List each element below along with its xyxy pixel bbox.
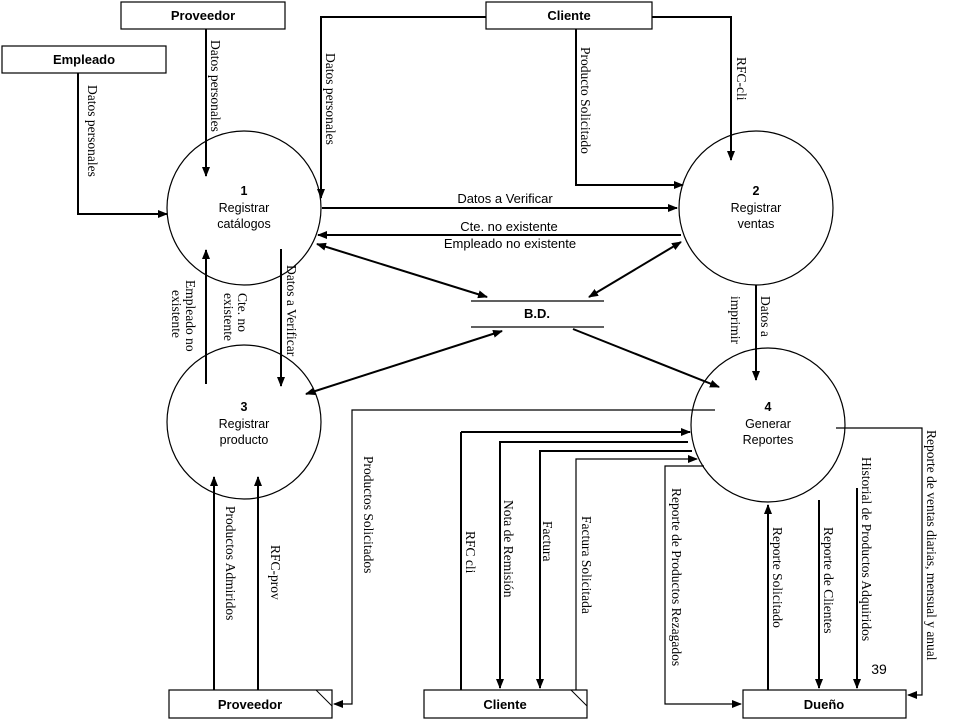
vertical-flow-labels: Datos personales Datos personales Datos …	[85, 40, 939, 666]
flow-label: Cte. no	[235, 293, 250, 332]
flow-rezagados-arrow	[664, 465, 742, 708]
entity-label: Cliente	[483, 697, 526, 712]
process-3-registrar-producto: 3 Registrar producto	[166, 344, 322, 500]
process-number: 2	[753, 184, 760, 198]
process-name-line2: ventas	[738, 217, 775, 231]
horizontal-flow-labels: Datos a Verificar Cte. no existente Empl…	[444, 191, 576, 251]
datastore-label: B.D.	[524, 306, 550, 321]
flow-label: imprimir	[728, 296, 743, 344]
flow-emp-datos-arrow	[77, 73, 168, 218]
flow-label: Factura	[540, 521, 555, 561]
flow-label: Empleado no	[183, 280, 198, 352]
flow-factura-solicitada-arrow	[575, 455, 698, 690]
flow-label: Productos Admiridos	[223, 506, 238, 620]
entity-label: Empleado	[53, 52, 115, 67]
flow-p1-bd-arrow	[316, 242, 488, 299]
entity-proveedor-bottom: Proveedor	[168, 689, 333, 719]
flow-label: Reporte de Productos Rezagados	[669, 488, 684, 666]
process-4-generar-reportes: 4 Generar Reportes	[690, 347, 846, 503]
flow-label: existente	[221, 293, 236, 341]
process-name-line2: catálogos	[217, 217, 271, 231]
flow-producto-solicitado-arrow	[575, 29, 684, 189]
flow-label: existente	[169, 290, 184, 338]
process-name-line1: Registrar	[731, 201, 782, 215]
process-2-registrar-ventas: 2 Registrar ventas	[678, 130, 834, 286]
process-1-registrar-catalogos: 1 Registrar catálogos	[166, 130, 322, 286]
flow-label: Datos personales	[85, 85, 100, 177]
flow-label: Datos a Verificar	[457, 191, 553, 206]
process-name-line2: Reportes	[743, 433, 794, 447]
entity-cliente-top: Cliente	[485, 1, 653, 30]
entity-label: Proveedor	[171, 8, 235, 23]
flow-label: Empleado no existente	[444, 236, 576, 251]
entity-proveedor-top: Proveedor	[120, 1, 286, 30]
process-number: 4	[765, 400, 772, 414]
flow-lines	[77, 16, 861, 690]
flow-factura-arrow	[536, 450, 692, 689]
process-number: 1	[241, 184, 248, 198]
datastore-bd: B.D.	[471, 300, 604, 328]
entity-label: Cliente	[547, 8, 590, 23]
flow-p3-bd-arrow	[305, 329, 503, 396]
process-name-line1: Registrar	[219, 201, 270, 215]
page-number: 39	[871, 661, 887, 677]
entity-label: Dueño	[804, 697, 845, 712]
flow-label: Reporte Solicitado	[770, 527, 785, 628]
thin-flow-lines	[333, 409, 923, 708]
flow-label: Reporte de ventas diarias, mensual y anu…	[924, 430, 939, 661]
flow-label: Cte. no existente	[460, 219, 558, 234]
flow-label: Factura Solicitada	[579, 516, 594, 614]
flow-label: Datos personales	[323, 53, 338, 145]
flow-label: Datos personales	[208, 40, 223, 132]
flow-cli-datos-arrow	[317, 16, 486, 199]
entity-label: Proveedor	[218, 697, 282, 712]
entity-cliente-bottom: Cliente	[423, 689, 588, 719]
flow-reporte-ventas-arrow	[836, 427, 923, 699]
flow-label: RFC-cli	[734, 57, 749, 101]
flow-label: Productos Solicitados	[361, 456, 376, 573]
entity-empleado: Empleado	[1, 45, 167, 74]
flow-label: Nota de Remisión	[501, 500, 516, 598]
flow-label: RFC cli	[463, 531, 478, 574]
process-name-line1: Generar	[745, 417, 791, 431]
process-name-line2: producto	[220, 433, 269, 447]
flow-label: Datos a Verificar	[284, 265, 299, 357]
flow-productos-solicitados-arrow	[333, 409, 715, 708]
flow-rfc-cli-arrow	[652, 16, 735, 161]
process-number: 3	[241, 400, 248, 414]
flow-p2-bd-arrow	[588, 241, 682, 298]
flow-bd-p4-arrow	[572, 328, 720, 388]
flow-nota-remision-arrow	[496, 441, 688, 689]
process-name-line1: Registrar	[219, 417, 270, 431]
flow-label: Reporte de Clientes	[821, 527, 836, 633]
flow-label: Datos a	[758, 296, 773, 337]
flow-label: RFC-prov	[268, 545, 283, 600]
entity-dueno: Dueño	[742, 689, 907, 719]
flow-label: Producto Solicitado	[578, 47, 593, 154]
flow-label: Historial de Productos Adquiridos	[859, 457, 874, 641]
